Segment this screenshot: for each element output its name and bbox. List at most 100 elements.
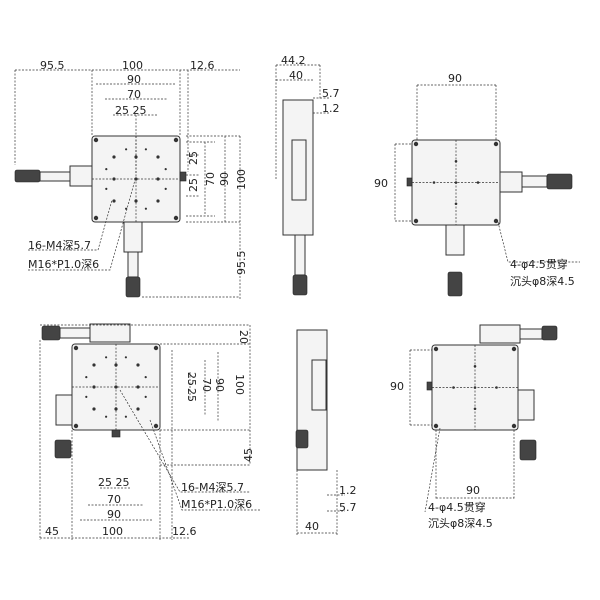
dim-70: 70: [107, 493, 121, 506]
dimension-lines: [39, 324, 251, 540]
micrometer-knob: [54, 439, 72, 459]
micrometer-knob: [546, 173, 573, 190]
hole: [153, 423, 159, 429]
hole: [413, 218, 419, 224]
micrometer-knob: [41, 325, 61, 341]
hole: [136, 385, 140, 389]
dim-12-6: 12.6: [190, 59, 215, 72]
dim-25: 25: [187, 178, 200, 192]
dim-20: 20: [237, 330, 250, 344]
dimension-lines: [394, 84, 580, 263]
dim-25-25: 25 25: [98, 476, 130, 489]
hole: [164, 187, 167, 190]
top-view-2: 20 25 25 70 90 100 45 25 25 70 90 45 100…: [39, 323, 260, 540]
dim-70: 70: [204, 172, 217, 186]
hole: [136, 407, 140, 411]
leader-lines: [119, 389, 260, 511]
micrometer-sleeve: [445, 224, 465, 256]
dim-45: 45: [45, 525, 59, 538]
hole: [85, 395, 88, 398]
hole: [144, 148, 147, 151]
dim-100: 100: [233, 374, 246, 395]
dim-90: 90: [107, 508, 121, 521]
micrometer-sleeve: [499, 171, 523, 193]
dim-25: 25: [187, 151, 200, 165]
callout-counterbore: 沉头φ8深4.5: [510, 275, 575, 288]
hole: [105, 356, 108, 359]
hole: [413, 141, 419, 147]
hole: [112, 155, 116, 159]
dim-90: 90: [448, 72, 462, 85]
hole: [153, 345, 159, 351]
side-view-2: 1.2 5.7 40: [295, 329, 357, 535]
dim-100: 100: [102, 525, 123, 538]
hole: [105, 168, 108, 171]
centerline: [432, 345, 518, 430]
dim-90: 90: [390, 380, 404, 393]
hole: [92, 407, 96, 411]
hole: [511, 346, 517, 352]
hole: [156, 199, 160, 203]
micrometer-knob: [519, 439, 537, 461]
hole: [92, 363, 96, 367]
micrometer-knob: [541, 325, 558, 341]
dim-100: 100: [235, 169, 248, 190]
hole: [144, 207, 147, 210]
micrometer-knob: [14, 169, 41, 183]
micrometer-barrel: [59, 327, 91, 339]
hole: [144, 395, 147, 398]
dimension-lines: [275, 64, 330, 180]
callout-m16-hole: M16*P1.0深6: [181, 498, 252, 511]
hole: [73, 345, 79, 351]
hole: [93, 215, 99, 221]
micrometer-sleeve: [89, 323, 131, 343]
dim-25-25: 25 25: [115, 104, 147, 117]
hole: [156, 177, 160, 181]
dim-25: 25: [185, 372, 198, 386]
hole: [125, 148, 128, 151]
micrometer-knob: [447, 271, 463, 297]
micrometer-barrel: [521, 175, 548, 188]
micrometer-sleeve: [55, 394, 73, 426]
dimension-lines: [409, 349, 515, 513]
hole: [511, 423, 517, 429]
top-view-1: 95.5 100 12.6 90 70 25 25 25 25 70 90 10…: [14, 59, 248, 300]
dim-12-6: 12.6: [172, 525, 197, 538]
micrometer-knob: [125, 276, 141, 298]
dim-1-2: 1.2: [322, 102, 340, 115]
micrometer-knob: [292, 274, 308, 296]
mounting-holes: [432, 345, 518, 430]
dim-90: 90: [127, 73, 141, 86]
dim-70: 70: [127, 88, 141, 101]
hole: [173, 215, 179, 221]
locking-screw: [111, 429, 121, 438]
micrometer-barrel: [39, 171, 71, 182]
callout-m4-holes: 16-M4深5.7: [28, 239, 91, 252]
locking-screw: [179, 171, 187, 182]
hole: [93, 137, 99, 143]
dim-25: 25: [185, 388, 198, 402]
dim-100: 100: [122, 59, 143, 72]
hole: [164, 168, 167, 171]
dim-90: 90: [213, 378, 226, 392]
side-rail: [311, 359, 327, 411]
mounting-holes: [72, 344, 160, 430]
dim-45: 45: [242, 448, 255, 462]
hole: [105, 415, 108, 418]
dim-90: 90: [218, 172, 231, 186]
callout-through-holes: 4-φ4.5贯穿: [428, 500, 486, 514]
dim-40: 40: [289, 69, 303, 82]
hole: [124, 356, 127, 359]
leader-lines: [28, 179, 136, 271]
hole: [173, 137, 179, 143]
dim-1-2: 1.2: [339, 484, 357, 497]
hole: [136, 363, 140, 367]
micrometer-sleeve: [517, 389, 535, 421]
hole: [433, 346, 439, 352]
dimension-lines: [296, 470, 345, 535]
micrometer-barrel: [294, 234, 306, 276]
hole: [156, 155, 160, 159]
dim-70: 70: [200, 378, 213, 392]
locking-screw: [426, 381, 433, 391]
